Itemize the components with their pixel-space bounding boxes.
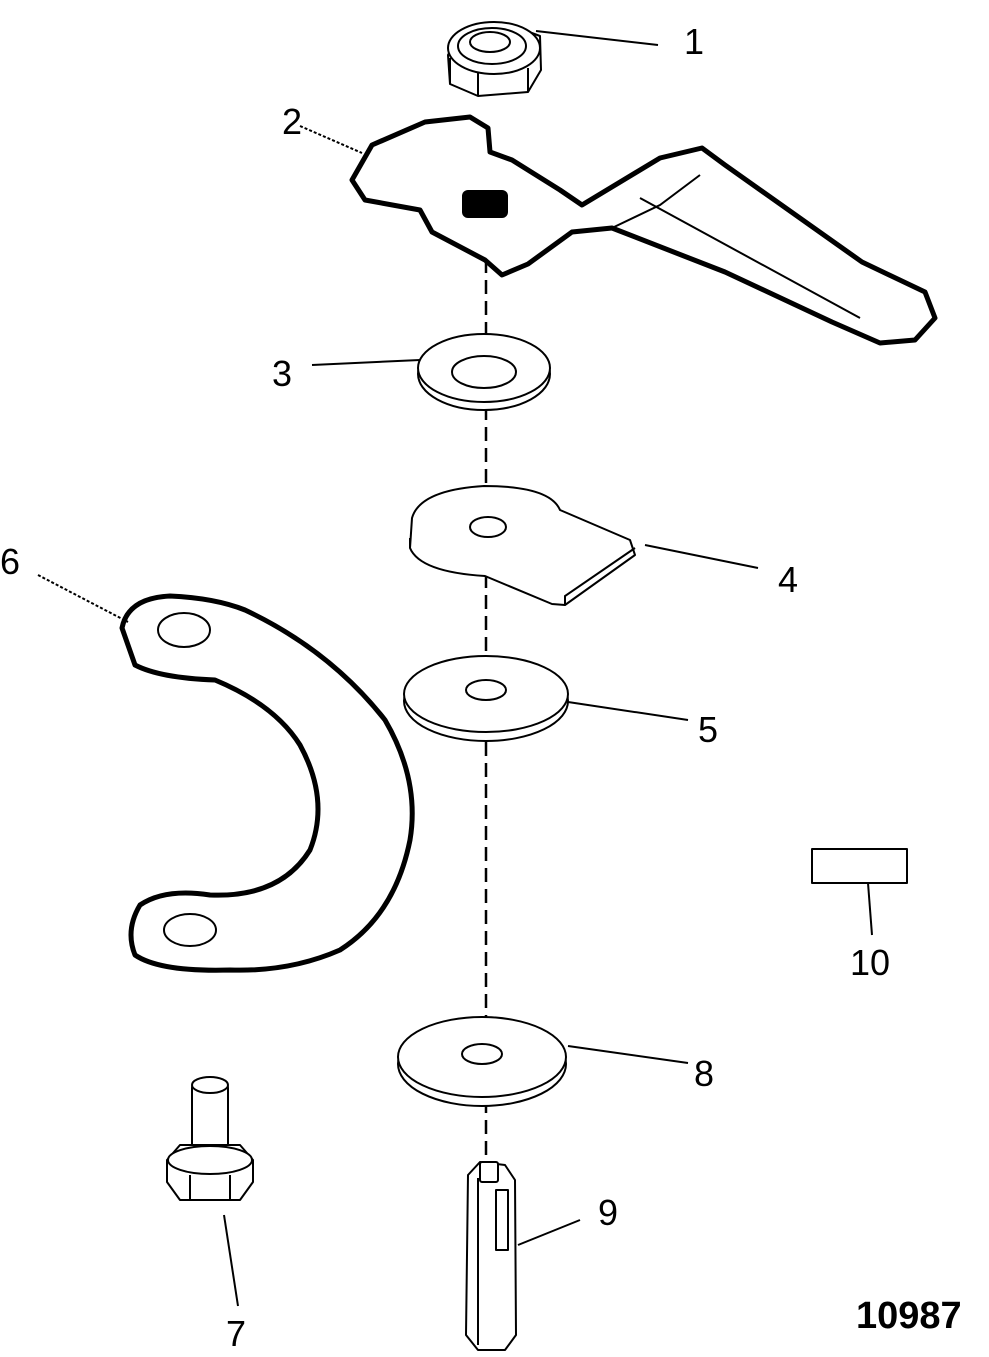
part-5-flat-washer xyxy=(403,655,569,742)
part-1-lock-nut xyxy=(447,21,542,97)
leader-9 xyxy=(517,1219,581,1246)
leader-1 xyxy=(535,30,659,46)
leader-6 xyxy=(37,574,129,623)
callout-3: 3 xyxy=(272,353,292,394)
callout-4: 4 xyxy=(778,559,798,600)
leader-3 xyxy=(311,359,421,366)
leader-8 xyxy=(567,1045,689,1064)
callout-10: 10 xyxy=(850,942,890,983)
part-9-key-pin xyxy=(465,1161,517,1351)
callout-9: 9 xyxy=(598,1192,618,1233)
figure-id: 10987 xyxy=(856,1295,962,1337)
leader-4 xyxy=(644,544,759,569)
part-2-lever-arm xyxy=(349,114,938,346)
part-6-curved-bracket xyxy=(119,593,415,973)
part-8-flat-washer xyxy=(397,1016,567,1107)
part-10-box xyxy=(811,848,908,884)
part-4-tab-washer xyxy=(409,485,636,606)
callout-6: 6 xyxy=(0,541,20,582)
leader-2 xyxy=(299,125,363,154)
callout-1: 1 xyxy=(684,21,704,62)
callout-7: 7 xyxy=(226,1313,246,1354)
callout-2: 2 xyxy=(282,101,302,142)
part-3-washer xyxy=(417,333,551,411)
callout-8: 8 xyxy=(694,1053,714,1094)
part-7-flange-bolt xyxy=(166,1076,254,1201)
leader-7 xyxy=(223,1214,239,1307)
leader-5 xyxy=(567,701,689,721)
callout-5: 5 xyxy=(698,709,718,750)
leader-10 xyxy=(867,882,873,936)
